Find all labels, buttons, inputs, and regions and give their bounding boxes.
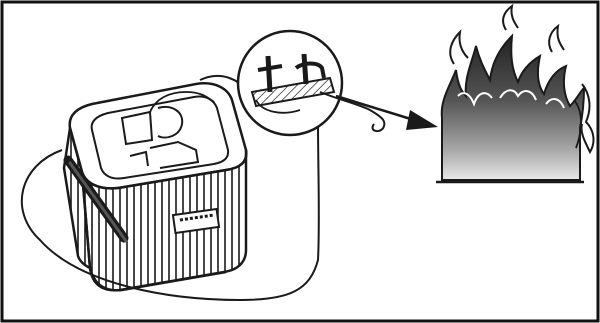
terminal-icon — [250, 53, 336, 114]
wire-loop — [20, 119, 320, 302]
arrow-icon — [335, 94, 438, 130]
short-circuit-wire — [319, 91, 386, 132]
probe-rod — [63, 155, 129, 243]
fire-icon — [436, 3, 595, 184]
